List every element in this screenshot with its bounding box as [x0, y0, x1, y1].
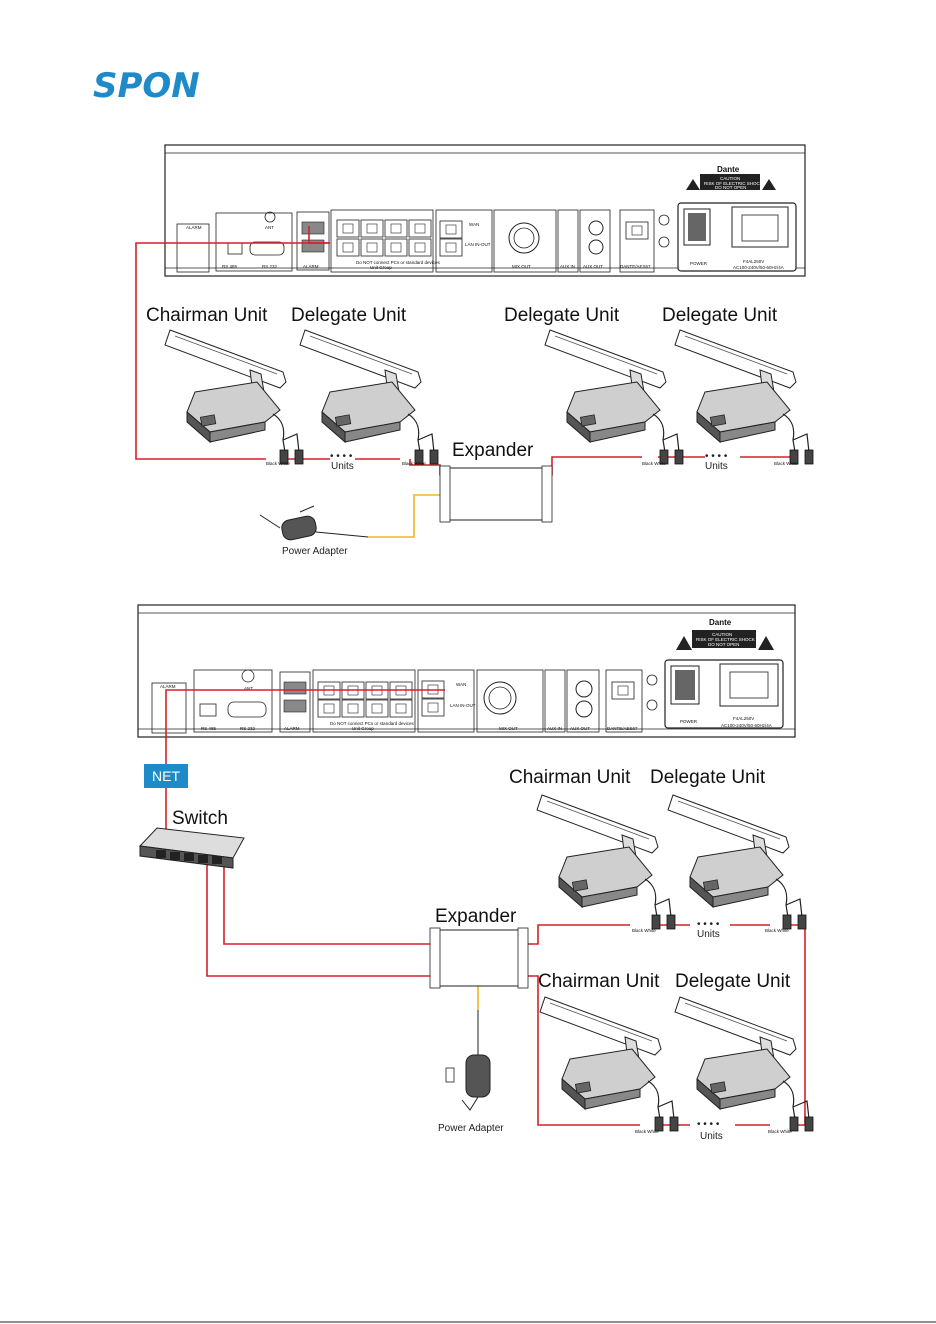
- unit-label: Delegate Unit: [662, 305, 778, 326]
- wan-label-1: WAN: [469, 222, 479, 227]
- chairman-unit-icon: [539, 996, 679, 1132]
- wan-label-2: WAN: [456, 682, 466, 687]
- cable-label: Black White: [774, 461, 798, 466]
- expander-label-2: Expander: [435, 906, 517, 927]
- ant-label: ANT: [265, 225, 274, 230]
- dante-logo-2: Dante: [709, 618, 732, 627]
- warning-icon: [762, 179, 776, 190]
- aux-out-label-1: AUX OUT: [583, 264, 603, 269]
- aux-in-label-2: AUX IN: [547, 726, 562, 731]
- warning-text-2: Do NOT connect PCs or standard devices: [330, 721, 414, 726]
- caution-2: CAUTION: [712, 632, 732, 637]
- spon-logo: SPON: [93, 66, 200, 106]
- caution-1: CAUTION: [720, 176, 740, 181]
- unit-label: Delegate Unit: [504, 305, 620, 326]
- dante-port-label-1: DANTE/AES67: [620, 264, 651, 269]
- ac-2: AC100-240V/50-60Hz/4A: [721, 723, 772, 728]
- alarm-title-2: ALARM: [160, 684, 176, 689]
- unit-label: Chairman Unit: [509, 767, 631, 788]
- delegate-unit-icon: [544, 329, 684, 465]
- power-adapter-icon: [259, 505, 369, 541]
- alarm-label-2: ALARM: [284, 726, 300, 731]
- mix-out-label-1: MIX OUT: [512, 264, 531, 269]
- unit-group-1: Unit Group: [370, 265, 392, 270]
- rs485-label-2: RS 485: [201, 726, 217, 731]
- lan-label-2: LAN IN-OUT: [450, 703, 476, 708]
- mix-out-label-2: MIX OUT: [499, 726, 518, 731]
- svg-text:• • • •: • • • •: [697, 1119, 720, 1130]
- net-box: [144, 764, 188, 788]
- cable-label: Black White: [402, 461, 426, 466]
- rs232-label-2: RS 232: [240, 726, 256, 731]
- dante-port-label-2: DANTE/AES67: [607, 726, 638, 731]
- chairman-unit-icon: [164, 329, 304, 465]
- svg-text:• • • •: • • • •: [697, 919, 720, 930]
- risk-1: RISK OF ELECTRIC SHOCK: [704, 181, 763, 186]
- warning-text-1: Do NOT connect PCs or standard devices: [356, 260, 440, 265]
- cable-label: Black White: [266, 461, 290, 466]
- switch-icon: [138, 827, 245, 869]
- unit-label: Delegate Unit: [291, 305, 407, 326]
- lan-label-1: LAN IN-OUT: [465, 242, 491, 247]
- ac-1: AC100-240V/50-60Hz/4A: [733, 265, 784, 270]
- fuse-1: F4AL250V: [743, 259, 764, 264]
- cable-label: Black White: [635, 1129, 659, 1134]
- ant-label-2: ANT: [244, 686, 253, 691]
- unit-label: Delegate Unit: [675, 971, 791, 992]
- do-not-open-2: DO NOT OPEN: [708, 642, 739, 647]
- units-text: Units: [705, 461, 728, 472]
- power-label-2: POWER: [680, 719, 698, 724]
- power-label-1: POWER: [690, 261, 708, 266]
- aux-in-label-1: AUX IN: [560, 264, 575, 269]
- units-text-2: Units: [697, 929, 720, 940]
- cable-label: Black White: [642, 461, 666, 466]
- alarm-title: ALARM: [186, 225, 202, 230]
- expander-device-2: [429, 927, 529, 989]
- delegate-unit-icon: [667, 794, 807, 930]
- switch-label: Switch: [172, 808, 228, 829]
- chairman-unit-icon: [536, 794, 676, 930]
- svg-text:• • • •: • • • •: [705, 451, 728, 462]
- aux-out-label-2: AUX OUT: [570, 726, 590, 731]
- risk-2: RISK OF ELECTRIC SHOCK: [696, 637, 755, 642]
- warning-icon: [758, 636, 774, 650]
- unit-group-2: Unit Group: [352, 726, 374, 731]
- units-text: Units: [331, 461, 354, 472]
- expander-device: [439, 465, 553, 523]
- cable-label: Black White: [632, 928, 656, 933]
- cable-label: Black White: [765, 928, 789, 933]
- dante-logo-1: Dante: [717, 165, 740, 174]
- delegate-unit-icon: [674, 329, 814, 465]
- fuse-2: F4AL250V: [733, 716, 754, 721]
- do-not-open-1: DO NOT OPEN: [715, 185, 746, 190]
- cable-label: Black White: [768, 1129, 792, 1134]
- warning-icon: [676, 636, 692, 650]
- rs232-label: RS 232: [262, 264, 278, 269]
- power-adapter-label-2: Power Adapter: [438, 1123, 504, 1134]
- delegate-unit-icon: [674, 996, 814, 1132]
- device-panel-1: ALARM ANT RS 485 RS 232 ALARM Do NOT con…: [164, 144, 806, 277]
- svg-text:• • • •: • • • •: [330, 451, 353, 462]
- net-label: NET: [152, 768, 180, 784]
- power-adapter-icon-2: [445, 1010, 491, 1111]
- unit-label: Chairman Unit: [538, 971, 660, 992]
- expander-label: Expander: [452, 440, 534, 461]
- alarm-label: ALARM: [303, 264, 319, 269]
- rs485-label: RS 485: [222, 264, 238, 269]
- unit-label: Delegate Unit: [650, 767, 766, 788]
- units-text-2: Units: [700, 1131, 723, 1142]
- unit-label: Chairman Unit: [146, 305, 268, 326]
- warning-icon: [686, 179, 700, 190]
- power-adapter-label: Power Adapter: [282, 546, 348, 557]
- delegate-unit-icon: [299, 329, 439, 465]
- device-panel-2: ALARM ANT RS 485 RS 232 ALARM Do NOT con…: [137, 604, 796, 738]
